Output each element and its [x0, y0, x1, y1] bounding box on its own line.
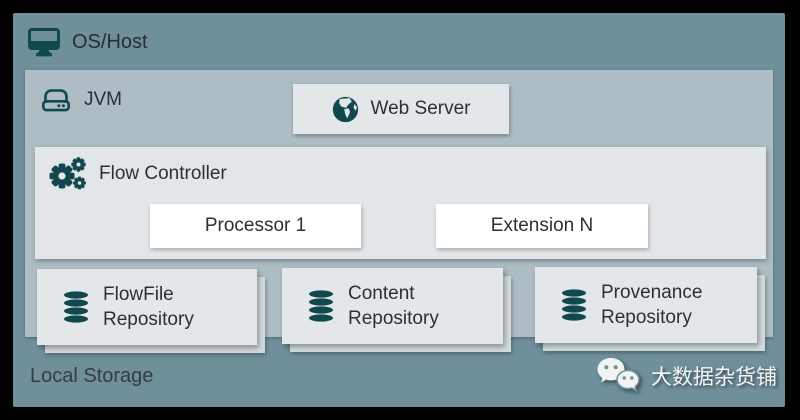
provenance-repository-stack: Provenance Repository: [535, 267, 765, 353]
web-server-box: Web Server: [293, 84, 509, 134]
provenance-repository-box: Provenance Repository: [535, 267, 757, 343]
os-host-layer: OS/Host JVM: [13, 13, 785, 407]
flow-controller-header: Flow Controller: [49, 157, 227, 191]
local-storage-label: Local Storage: [30, 365, 154, 387]
web-server-label: Web Server: [370, 98, 471, 119]
database-icon: [562, 289, 586, 321]
watermark: 大数据杂货铺: [596, 355, 777, 397]
hard-drive-icon: [41, 89, 70, 112]
repository-label: Content Repository: [348, 283, 439, 329]
database-icon: [309, 290, 333, 322]
processor-box: Processor 1: [150, 204, 361, 248]
gears-icon: [49, 157, 86, 190]
repository-label: FlowFile Repository: [103, 284, 194, 330]
content-repository-stack: Content Repository: [282, 268, 511, 354]
globe-icon: [332, 96, 358, 122]
flow-controller-label: Flow Controller: [99, 163, 227, 184]
processor-label: Processor 1: [204, 215, 307, 236]
flow-controller-box: Flow Controller Processor 1 Extension N: [35, 147, 766, 259]
monitor-icon: [28, 28, 60, 57]
jvm-label: JVM: [84, 89, 122, 110]
os-host-label: OS/Host: [72, 31, 148, 53]
extension-label: Extension N: [490, 215, 594, 236]
extension-box: Extension N: [436, 204, 648, 248]
os-host-header: OS/Host: [28, 28, 148, 57]
flowfile-repository-stack: FlowFile Repository: [37, 269, 265, 355]
watermark-label: 大数据杂货铺: [651, 366, 777, 389]
database-icon: [64, 291, 88, 323]
repository-label: Provenance Repository: [601, 282, 703, 328]
wechat-icon: [597, 358, 640, 392]
content-repository-box: Content Repository: [282, 268, 503, 344]
jvm-header: JVM: [40, 86, 122, 114]
flowfile-repository-box: FlowFile Repository: [37, 269, 257, 345]
